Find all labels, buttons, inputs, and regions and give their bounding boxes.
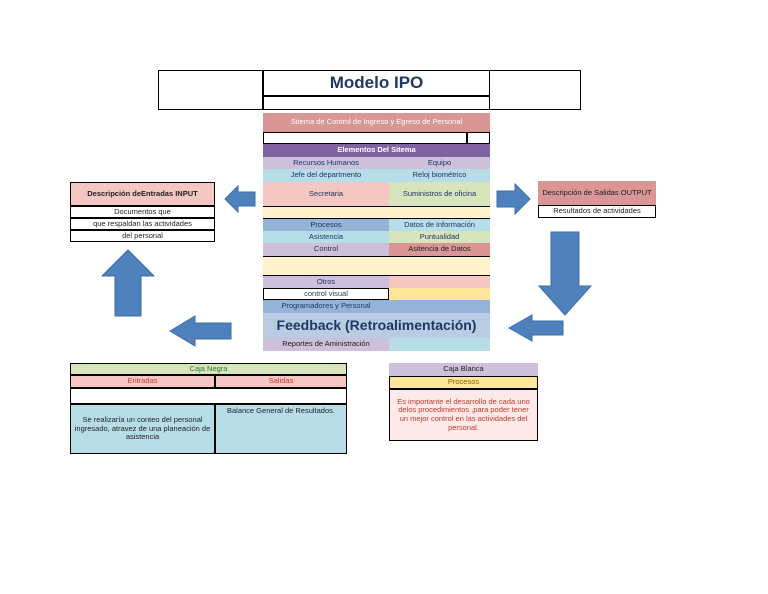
- black-box-outputs-text: Balance General de Resultados.: [227, 405, 335, 415]
- arrow-left-bottom: [169, 315, 232, 347]
- white-box-text: Es importante el desarrollo de cada uno …: [397, 396, 530, 432]
- element-right-0: Equipo: [389, 157, 490, 169]
- others-left-2: Programadores y Personal: [263, 300, 389, 313]
- black-box-title: Caja Negra: [70, 363, 347, 375]
- attendance-right: Puntualidad: [389, 231, 490, 243]
- yellow-spacer-1: [263, 206, 490, 219]
- arrow-left-to-input: [224, 184, 256, 214]
- output-header: Descripción de Salidas OUTPUT: [538, 181, 656, 205]
- others-right-0: [389, 276, 490, 288]
- black-box-outputs-cell: [215, 404, 347, 454]
- element-left-0: Recursos Humanos: [263, 157, 389, 169]
- others-right-1: [389, 288, 490, 300]
- feedback-label: Feedback (Retroalimentación): [263, 313, 490, 338]
- arrow-down-right: [537, 231, 593, 316]
- output-line: Resultados de actividades: [538, 205, 656, 218]
- element-right-2: Suministros de oficina: [389, 182, 490, 206]
- control-right: Asitencia de Datos: [389, 243, 490, 256]
- arrow-left-to-feedback: [507, 314, 564, 342]
- black-box-outputs-label: Salidas: [215, 375, 347, 388]
- elements-header: Elementos Del Sitema: [263, 144, 490, 157]
- others-left-0: Otros: [263, 276, 389, 288]
- black-box-inputs-label: Entradas: [70, 375, 215, 388]
- arrow-up-left: [100, 249, 156, 317]
- page-title: Modelo IPO: [263, 70, 490, 96]
- title-spacer: [263, 96, 490, 110]
- element-left-1: Jefe del departmento: [263, 169, 389, 182]
- white-box-process-label: Procesos: [389, 376, 538, 389]
- system-name: Sitema de Control de Ingreso y Egreso de…: [263, 113, 490, 132]
- reports-label: Reportes de Aministración: [263, 338, 389, 351]
- control-left: Control: [263, 243, 389, 256]
- input-line-1: que respaldan las actividades: [70, 218, 215, 230]
- white-box-title: Caja Blanca: [389, 363, 538, 376]
- black-box-inputs-text: Se realizaría un conteo del personal ing…: [70, 404, 215, 454]
- others-right-2: [389, 300, 490, 313]
- arrow-right-to-output: [496, 182, 531, 216]
- white-box-text-cell: [389, 389, 538, 441]
- process-right: Datos de información: [389, 219, 490, 231]
- input-header: Descripción deEntradas INPUT: [70, 182, 215, 206]
- yellow-spacer-2: [263, 256, 490, 276]
- title-right-box: [489, 70, 581, 110]
- system-name-subrow: [263, 132, 467, 144]
- black-box-gap: [70, 388, 347, 404]
- input-line-2: del personal: [70, 230, 215, 242]
- element-right-1: Reloj biométrico: [389, 169, 490, 182]
- system-name-subrow-right: [467, 132, 490, 144]
- title-left-box: [158, 70, 263, 110]
- input-line-0: Documentos que: [70, 206, 215, 218]
- attendance-left: Asistencia: [263, 231, 389, 243]
- process-left: Procesos: [263, 219, 389, 231]
- others-left-1: control visual: [263, 288, 389, 300]
- element-left-2: Secretaria: [263, 182, 389, 206]
- reports-right: [389, 338, 490, 351]
